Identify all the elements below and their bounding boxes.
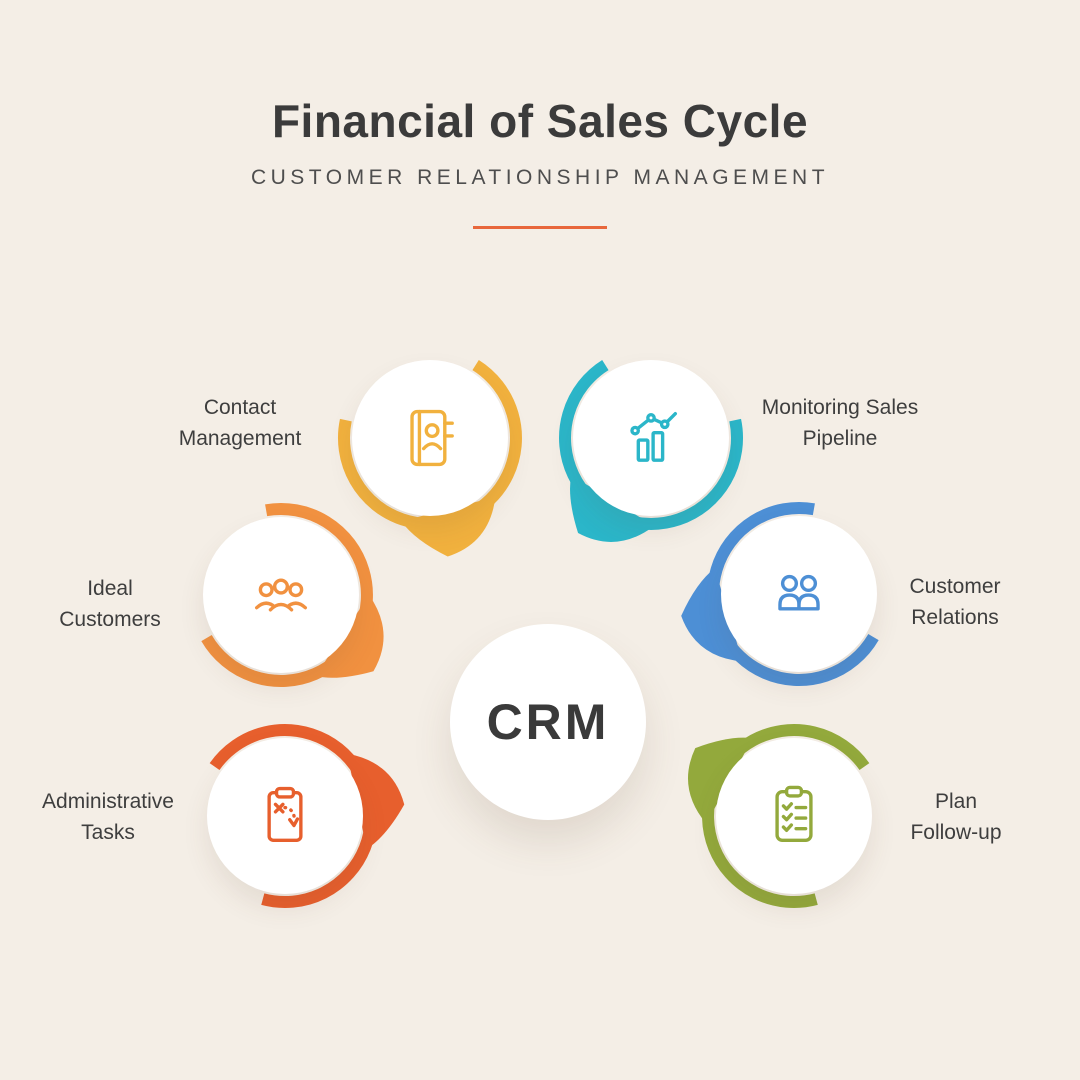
label-line: Relations	[911, 606, 999, 629]
two-people-icon	[778, 574, 820, 611]
checklist-icon	[775, 785, 813, 843]
speech-bubble-ring	[687, 724, 870, 909]
label-line: Ideal	[87, 577, 133, 600]
title-divider	[473, 226, 607, 229]
label-line: Monitoring Sales	[761, 396, 919, 419]
speech-bubble-ring	[209, 724, 405, 909]
label-line: Pipeline	[802, 427, 878, 450]
speech-bubble-ring	[559, 359, 743, 542]
bubble-disc	[721, 516, 877, 672]
label-line: Follow-up	[910, 821, 1002, 844]
strategy-plan-icon	[267, 786, 303, 843]
bubble-contact-management	[320, 328, 540, 557]
sales-pipeline-chart-icon	[630, 411, 678, 462]
bubble-arc	[201, 502, 373, 687]
bubble-ideal-customers	[171, 485, 391, 705]
label-line: Customers	[59, 608, 161, 631]
bubble-disc	[716, 738, 872, 894]
label-customer-relations: Customer Relations	[855, 571, 1055, 633]
bubble-disc	[352, 360, 508, 516]
label-line: Contact	[203, 396, 277, 419]
bubble-disc	[207, 738, 363, 894]
bubble-arc	[559, 359, 743, 530]
label-plan-follow-up: Plan Follow-up	[856, 786, 1056, 848]
label-ideal-customers: Ideal Customers	[10, 573, 210, 635]
speech-bubble-ring	[338, 359, 522, 557]
label-line: Administrative	[42, 790, 174, 813]
bubble-arc	[707, 501, 879, 686]
bubble-monitoring-sales-pipeline	[541, 328, 761, 548]
page-subtitle: CUSTOMER RELATIONSHIP MANAGEMENT	[250, 166, 830, 189]
label-administrative-tasks: Administrative Tasks	[8, 786, 208, 848]
bubble-disc	[203, 517, 359, 673]
address-book-icon	[410, 409, 454, 467]
people-group-icon	[254, 578, 308, 612]
page-title: Financial of Sales Cycle	[271, 95, 809, 147]
label-line: Tasks	[81, 821, 135, 844]
label-line: Customer	[909, 575, 1001, 598]
label-line: Management	[178, 427, 302, 450]
bubble-plan-follow-up	[684, 706, 904, 926]
bubble-arc	[338, 359, 522, 530]
label-line: Plan	[934, 790, 978, 813]
speech-bubble-ring	[681, 501, 879, 686]
speech-bubble-ring	[201, 502, 384, 687]
bubble-administrative-tasks	[175, 706, 405, 926]
bubble-disc	[573, 360, 729, 516]
bubble-arc	[702, 724, 870, 909]
crm-center-circle: CRM	[450, 624, 646, 820]
bubble-arc	[209, 724, 377, 909]
bubble-customer-relations	[681, 484, 909, 704]
crm-label: CRM	[486, 694, 610, 750]
label-monitoring-sales-pipeline: Monitoring Sales Pipeline	[726, 392, 954, 454]
label-contact-management: Contact Management	[130, 392, 350, 454]
